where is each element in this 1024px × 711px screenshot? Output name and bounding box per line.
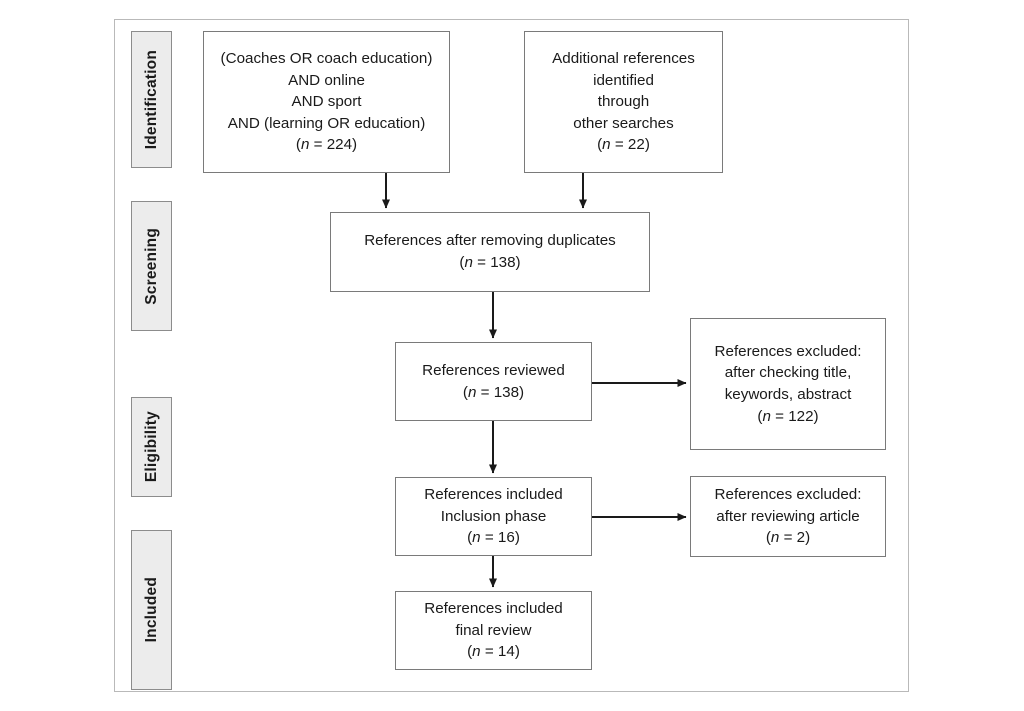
box-included-final-count: (n = 14) bbox=[467, 643, 520, 661]
box-references-reviewed-count: (n = 138) bbox=[462, 383, 525, 401]
box-included-final-count-n: n bbox=[472, 643, 481, 661]
box-excluded-article-count: (n = 2) bbox=[765, 529, 811, 547]
box-references-reviewed-count-n: n bbox=[467, 383, 477, 401]
box-included-final-count-value: = 14) bbox=[480, 643, 520, 661]
stage-label-identification-text: Identification bbox=[142, 49, 160, 150]
box-search-query-line-4: AND (learning OR education) bbox=[227, 114, 426, 132]
box-excluded-title-keywords-abstract: References excluded: after checking titl… bbox=[690, 318, 886, 450]
box-excluded-article-line-1: References excluded: bbox=[714, 486, 862, 504]
box-excluded-title-count-value: = 122) bbox=[770, 407, 819, 425]
box-search-query-line-3: AND sport bbox=[291, 93, 362, 111]
box-included-inclusion-count-value: = 16) bbox=[480, 529, 520, 547]
box-included-inclusion-line-2: Inclusion phase bbox=[440, 507, 547, 525]
box-included-final-review: References included final review (n = 14… bbox=[395, 591, 592, 670]
box-additional-references-line-4: other searches bbox=[573, 114, 674, 132]
box-excluded-title-line-3: keywords, abstract bbox=[724, 386, 852, 403]
box-additional-references-count: (n = 22) bbox=[597, 136, 650, 154]
box-excluded-article-line-2: after reviewing article bbox=[716, 507, 860, 525]
box-included-final-line-1: References included bbox=[424, 600, 563, 618]
box-additional-references-line-2: identified bbox=[593, 71, 654, 89]
box-additional-references-line-3: through bbox=[597, 93, 650, 111]
box-excluded-title-count-n: n bbox=[762, 407, 771, 425]
box-after-duplicates: References after removing duplicates (n … bbox=[330, 212, 650, 292]
stage-label-identification: Identification bbox=[131, 31, 172, 168]
box-references-reviewed-count-value: = 138) bbox=[476, 383, 525, 401]
box-included-inclusion-line-1: References included bbox=[424, 486, 563, 504]
stage-label-included: Included bbox=[131, 530, 172, 690]
box-excluded-article-count-n: n bbox=[770, 529, 780, 547]
box-additional-references-count-value: = 22) bbox=[610, 136, 650, 154]
stage-label-eligibility-text: Eligibility bbox=[142, 411, 160, 483]
box-search-query-count: (n = 224) bbox=[295, 136, 358, 154]
box-included-inclusion-count-n: n bbox=[472, 529, 481, 547]
stage-label-eligibility: Eligibility bbox=[131, 397, 172, 497]
box-included-final-line-2: final review bbox=[455, 621, 532, 639]
box-excluded-title-line-1: References excluded: bbox=[714, 342, 862, 360]
box-references-reviewed-line-1: References reviewed bbox=[422, 361, 565, 379]
box-included-inclusion-count: (n = 16) bbox=[467, 529, 520, 547]
box-search-query: (Coaches OR coach education) AND online … bbox=[203, 31, 450, 173]
stage-label-screening-text: Screening bbox=[142, 227, 160, 305]
box-after-duplicates-line-1: References after removing duplicates bbox=[364, 232, 616, 250]
box-after-duplicates-count-n: n bbox=[464, 254, 473, 271]
box-search-query-count-value: = 224) bbox=[309, 136, 358, 154]
box-excluded-title-line-2: after checking title, bbox=[724, 364, 852, 382]
stage-label-included-text: Included bbox=[142, 577, 160, 643]
box-search-query-line-1: (Coaches OR coach education) bbox=[220, 50, 433, 68]
box-included-inclusion-phase: References included Inclusion phase (n =… bbox=[395, 477, 592, 556]
box-after-duplicates-count: (n = 138) bbox=[459, 254, 521, 271]
box-additional-references-line-1: Additional references bbox=[552, 50, 695, 68]
box-excluded-title-count: (n = 122) bbox=[757, 407, 819, 425]
box-references-reviewed: References reviewed (n = 138) bbox=[395, 342, 592, 421]
box-excluded-article-count-value: = 2) bbox=[779, 529, 811, 547]
box-search-query-count-n: n bbox=[300, 136, 310, 154]
box-excluded-reviewing-article: References excluded: after reviewing art… bbox=[690, 476, 886, 557]
box-additional-references-count-n: n bbox=[602, 136, 611, 154]
box-after-duplicates-count-value: = 138) bbox=[472, 254, 521, 271]
box-search-query-line-2: AND online bbox=[288, 71, 365, 89]
stage-label-screening: Screening bbox=[131, 201, 172, 331]
box-additional-references: Additional references identified through… bbox=[524, 31, 723, 173]
